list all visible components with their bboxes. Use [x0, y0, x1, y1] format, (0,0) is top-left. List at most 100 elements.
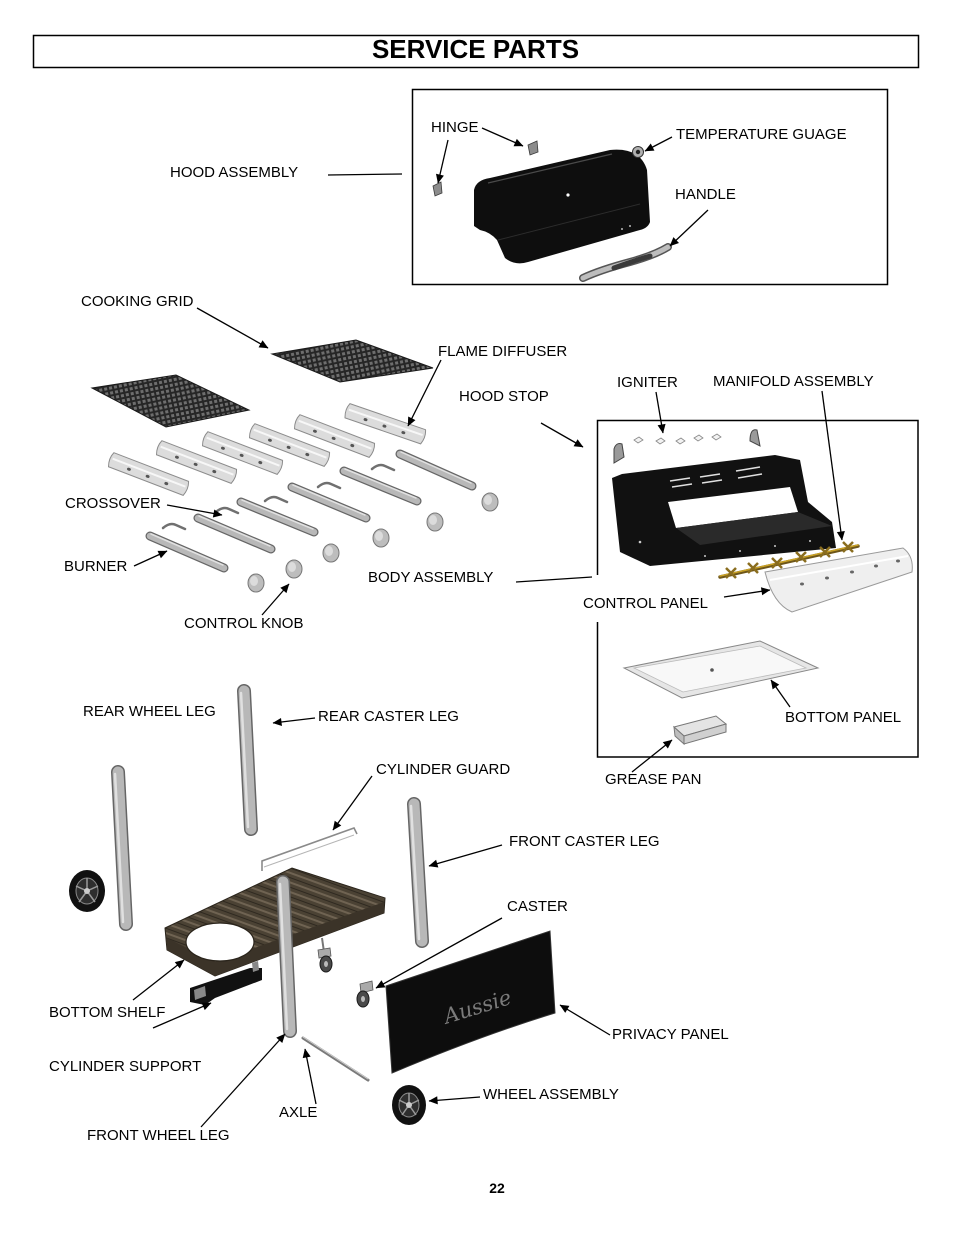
- control-panel-part: [764, 547, 913, 613]
- page-title: SERVICE PARTS: [372, 34, 579, 64]
- label-rear-wheel-leg: REAR WHEEL LEG: [83, 703, 216, 720]
- cooking-grid-left-part: [90, 374, 251, 428]
- label-manifold-assembly: MANIFOLD ASSEMBLY: [713, 373, 874, 390]
- arrow-caster: [375, 917, 503, 989]
- label-crossover: CROSSOVER: [65, 495, 161, 512]
- page-number: 22: [489, 1180, 505, 1196]
- front-caster-leg-part: [407, 797, 429, 948]
- arrow-cylinder-support: [152, 1002, 212, 1029]
- arrow-wheel-assembly: [428, 1096, 481, 1105]
- arrow-igniter: [655, 391, 666, 434]
- flame-diffuser-6-part: [344, 403, 427, 445]
- arrow-hood-stop: [540, 422, 584, 448]
- body-assembly-box: [596, 419, 919, 758]
- hood-assembly-box: [411, 88, 889, 286]
- hood-stop-right-part: [749, 429, 761, 447]
- control-knob-1-part: [247, 573, 265, 593]
- control-knob-2-part: [285, 559, 303, 579]
- arrow-privacy-panel: [559, 1004, 611, 1036]
- label-bottom-shelf: BOTTOM SHELF: [49, 1004, 165, 1021]
- manifold-assembly-part: [718, 541, 860, 579]
- crossover-3-part: [263, 495, 289, 504]
- arrow-hinge-left: [435, 139, 449, 184]
- control-knob-6-part: [481, 492, 499, 512]
- arrow-front-caster-leg: [428, 844, 503, 868]
- flame-diffuser-2-part: [155, 440, 238, 484]
- caster-rear-part: [317, 937, 333, 973]
- privacy-panel-part: Aussie: [385, 930, 556, 1074]
- front-wheel-leg-part: [276, 875, 297, 1038]
- flame-diffuser-1-part: [107, 452, 190, 496]
- hinge-left-part: [432, 181, 443, 197]
- arrow-hinge-right: [481, 127, 524, 147]
- hood-stop-left-part: [613, 443, 625, 464]
- label-hood-stop: HOOD STOP: [459, 388, 549, 405]
- label-flame-diffuser: FLAME DIFFUSER: [438, 343, 567, 360]
- burner-4-part: [287, 482, 371, 523]
- wheel-left-part: [69, 870, 105, 912]
- caster-front-part: [356, 980, 374, 1008]
- cylinder-support-part: [190, 961, 262, 1005]
- control-knob-4-part: [372, 528, 390, 548]
- hood-part: [474, 149, 650, 264]
- crossover-2-part: [214, 506, 240, 515]
- cooking-grid-right-part: [270, 339, 434, 383]
- control-knob-5-part: [426, 512, 444, 532]
- flame-diffuser-5-part: [293, 414, 376, 458]
- arrow-axle: [302, 1048, 317, 1105]
- arrow-manifold-assembly: [821, 390, 845, 541]
- arrow-bottom-shelf: [132, 959, 185, 1001]
- label-grease-pan: GREASE PAN: [605, 771, 701, 788]
- grease-pan-part: [672, 715, 728, 746]
- label-temperature-gauge: TEMPERATURE GUAGE: [676, 126, 847, 143]
- label-front-caster-leg: FRONT CASTER LEG: [509, 833, 660, 850]
- hinge-right-part: [527, 140, 539, 156]
- label-caster: CASTER: [507, 898, 568, 915]
- label-cylinder-support: CYLINDER SUPPORT: [49, 1058, 201, 1075]
- label-handle: HANDLE: [675, 186, 736, 203]
- label-axle: AXLE: [279, 1104, 317, 1121]
- arrow-temperature-gauge: [644, 136, 673, 152]
- label-privacy-panel: PRIVACY PANEL: [612, 1026, 729, 1043]
- label-cylinder-guard: CYLINDER GUARD: [376, 761, 510, 778]
- flame-diffuser-3-part: [201, 431, 284, 475]
- arrow-grease-pan: [631, 739, 673, 773]
- title-box: [32, 34, 920, 69]
- arrow-cylinder-guard: [332, 775, 373, 831]
- label-rear-caster-leg: REAR CASTER LEG: [318, 708, 459, 725]
- rear-wheel-leg-part: [111, 765, 133, 931]
- arrow-control-knob: [261, 583, 290, 616]
- cylinder-guard-part: [261, 827, 358, 871]
- crossover-5-part: [370, 463, 396, 472]
- burner-5-part: [339, 466, 422, 506]
- label-burner: BURNER: [64, 558, 128, 575]
- burner-1-part: [145, 531, 229, 573]
- rear-caster-leg-part: [237, 684, 258, 836]
- label-control-knob: CONTROL KNOB: [184, 615, 303, 632]
- arrow-front-wheel-leg: [200, 1033, 286, 1128]
- label-bottom-panel: BOTTOM PANEL: [785, 709, 901, 726]
- burner-6-part: [395, 449, 477, 491]
- label-body-assembly: BODY ASSEMBLY: [368, 569, 493, 586]
- arrow-crossover: [166, 504, 223, 518]
- arrow-control-panel: [723, 587, 771, 598]
- temperature-gauge-part: [632, 146, 644, 158]
- label-cooking-grid: COOKING GRID: [81, 293, 194, 310]
- leader-hood-assembly: [327, 173, 403, 176]
- arrow-flame-diffuser: [407, 359, 442, 427]
- burner-2-part: [193, 513, 276, 554]
- label-hinge: HINGE: [431, 119, 479, 136]
- bottom-shelf-part: [164, 867, 386, 977]
- flame-diffuser-4-part: [248, 423, 331, 467]
- axle-part: [301, 1036, 370, 1082]
- bottom-panel-part: [622, 640, 820, 699]
- arrow-rear-caster-leg: [272, 717, 316, 727]
- label-igniter: IGNITER: [617, 374, 678, 391]
- crossover-4-part: [316, 481, 342, 490]
- label-wheel-assembly: WHEEL ASSEMBLY: [483, 1086, 619, 1103]
- arrow-cooking-grid: [196, 307, 269, 349]
- crossover-1-part: [161, 522, 187, 531]
- leader-body-assembly: [515, 576, 593, 583]
- arrow-bottom-panel: [770, 679, 791, 708]
